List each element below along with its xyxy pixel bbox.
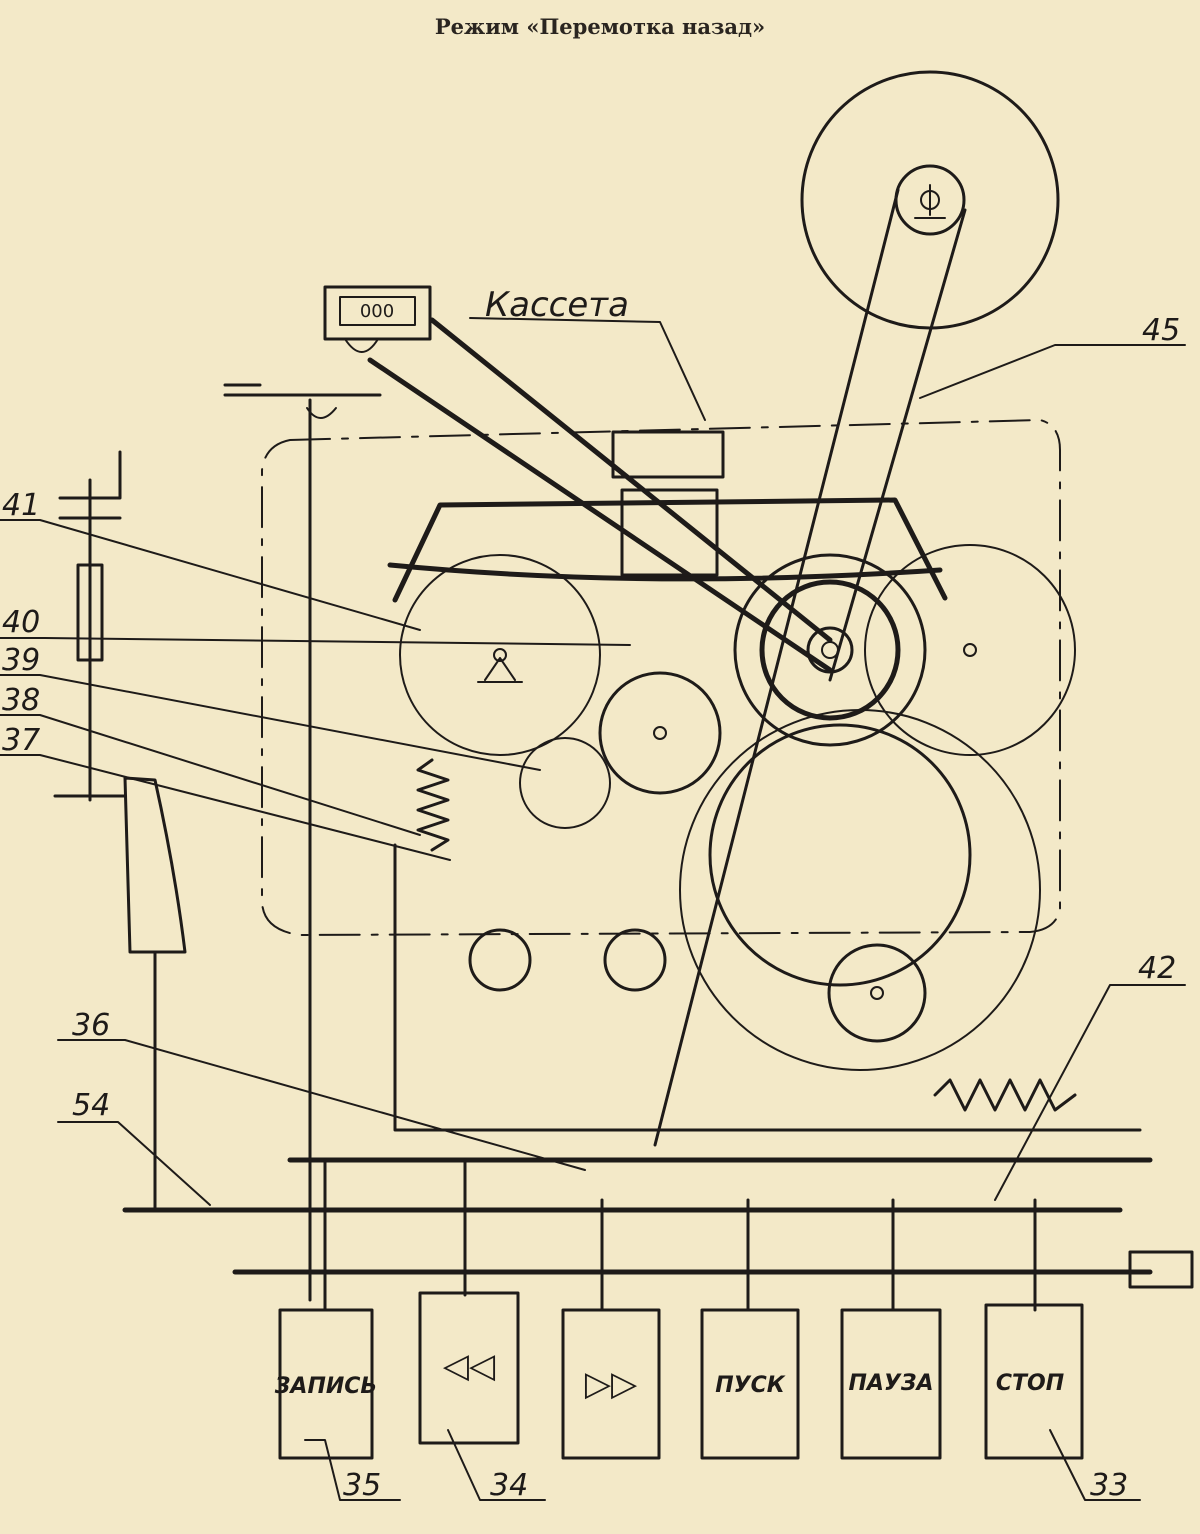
head-block	[611, 430, 725, 479]
callout-39: 39	[2, 643, 40, 678]
callout-41: 41	[2, 488, 40, 523]
callout-33: 33	[1090, 1468, 1128, 1503]
flywheel	[679, 709, 1041, 1071]
button-rewind[interactable]: ◁◁	[418, 1291, 520, 1445]
spring-38	[416, 758, 450, 852]
pinch-roller	[598, 671, 722, 795]
spring-bottom	[933, 1078, 1077, 1112]
callout-35: 35	[343, 1468, 381, 1503]
button-record-label: ЗАПИСЬ	[274, 1374, 377, 1399]
button-fast-forward[interactable]: ▷▷	[561, 1308, 661, 1460]
rewind-spindle	[733, 553, 927, 747]
button-play[interactable]: ПУСК	[700, 1308, 800, 1460]
left-handle	[123, 776, 187, 954]
tape-counter: 000	[323, 285, 432, 353]
rewind-icon: ◁◁	[443, 1346, 496, 1386]
counter-digits: 000	[360, 301, 394, 322]
callout-leaders	[0, 344, 1186, 1501]
right-idler-gear	[864, 544, 1076, 756]
gear-39	[519, 737, 611, 829]
left-rod	[76, 563, 104, 662]
callout-38: 38	[2, 683, 40, 718]
button-record[interactable]: ЗАПИСЬ	[274, 1308, 377, 1460]
cassette-outline	[261, 419, 1061, 936]
page-title: Режим «Перемотка назад»	[434, 14, 766, 39]
solenoid	[1128, 1250, 1194, 1289]
callout-40: 40	[2, 605, 40, 640]
callout-37: 37	[2, 723, 40, 758]
button-stop-label: СТОП	[996, 1371, 1064, 1396]
gear-41	[399, 554, 601, 756]
callout-36: 36	[72, 1008, 110, 1043]
callout-34: 34	[490, 1468, 528, 1503]
callout-54: 54	[72, 1088, 110, 1123]
drive-belt	[653, 188, 900, 1147]
button-pause[interactable]: ПАУЗА	[840, 1308, 942, 1460]
callout-42: 42	[1138, 951, 1176, 986]
callout-45: 45	[1142, 313, 1180, 348]
button-pause-label: ПАУЗА	[848, 1371, 933, 1396]
carriage-frame	[392, 497, 948, 603]
button-play-label: ПУСК	[715, 1373, 786, 1398]
drive-belt-return	[828, 208, 967, 682]
motor-x	[468, 928, 532, 992]
button-stop[interactable]: СТОП	[984, 1303, 1084, 1460]
counter-arm	[367, 357, 833, 673]
motor-direction	[603, 928, 667, 992]
head-slider	[620, 488, 719, 577]
fast-forward-icon: ▷▷	[585, 1364, 638, 1404]
take-up-reel	[800, 70, 1060, 330]
